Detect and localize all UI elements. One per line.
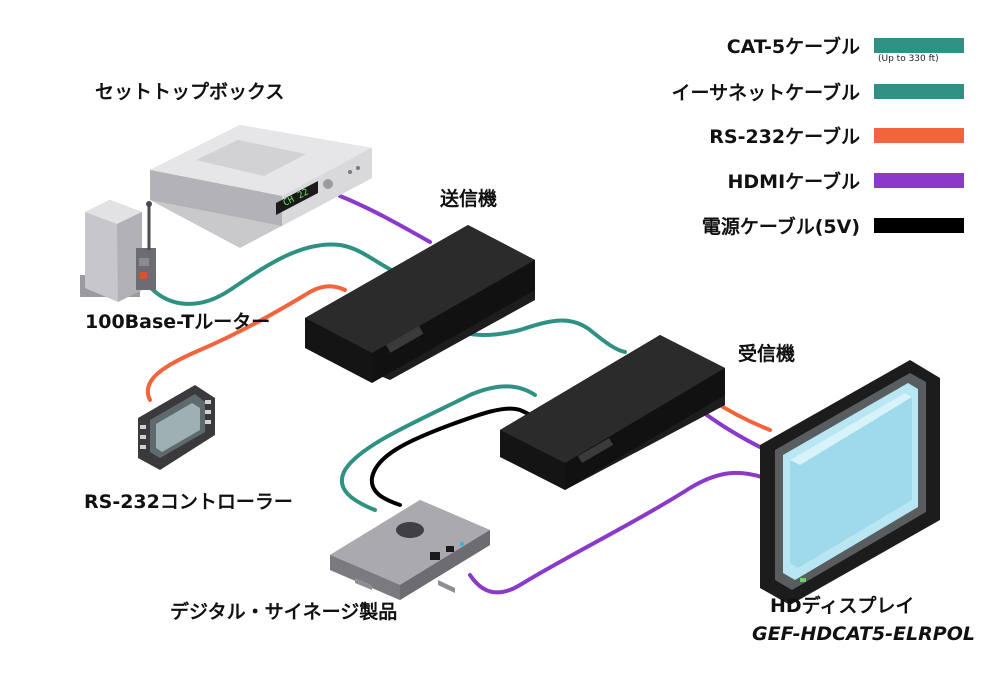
legend-swatch-cat5 [874,37,964,53]
label-hd-display: HDディスプレイ [770,594,914,617]
sender-box [305,225,535,383]
legend-label-cat5: CAT-5ケーブル [726,35,860,58]
hdmi-cable-settop-sender [338,194,432,244]
legend-label-power: 電源ケーブル(5V) [701,215,860,238]
cables [146,194,772,595]
legend-item-rs232: RS-232ケーブル [709,120,964,150]
router [80,200,156,302]
hd-display [760,360,940,605]
hdmi-cable-receiver-display [698,408,772,454]
legend-swatch-power [874,217,964,233]
digital-signage-player [330,500,490,600]
label-sender: 送信機 [440,187,497,210]
legend-swatch-rs232 [874,127,964,143]
legend-label-hdmi: HDMIケーブル [727,170,860,193]
label-rs232-controller: RS-232コントローラー [84,491,293,513]
legend-item-cat5: CAT-5ケーブル [727,30,964,60]
power-cable-signage-receiver [369,406,547,507]
rs232-cable-controller-sender [146,284,347,402]
label-router: 100Base-Tルーター [85,311,270,333]
label-model-number: GEF-HDCAT5-ELRPOL [752,623,975,645]
set-top-box: CH 22 [150,125,372,248]
hdmi-cable-signage-display [468,470,767,595]
legend-swatch-ethernet [874,83,964,99]
rs232-controller [138,385,215,470]
ethernet-cable-signage-receiver [339,384,537,512]
label-digital-signage: デジタル・サイネージ製品 [170,600,397,623]
label-receiver: 受信機 [738,342,795,365]
cat5-cable-sender-receiver [443,318,627,354]
ethernet-cable-router-sender [148,242,397,306]
legend-label-rs232: RS-232ケーブル [709,125,860,148]
receiver-box [500,335,725,490]
legend-note-cat5: (Up to 330 ft) [878,54,939,64]
legend-item-power: 電源ケーブル(5V) [702,210,964,240]
legend-item-ethernet: イーサネットケーブル [672,76,964,106]
legend-label-ethernet: イーサネットケーブル [671,81,860,104]
legend-item-hdmi: HDMIケーブル [727,165,964,195]
legend-swatch-hdmi [874,172,964,188]
label-settop-box: セットトップボックス [95,80,284,103]
